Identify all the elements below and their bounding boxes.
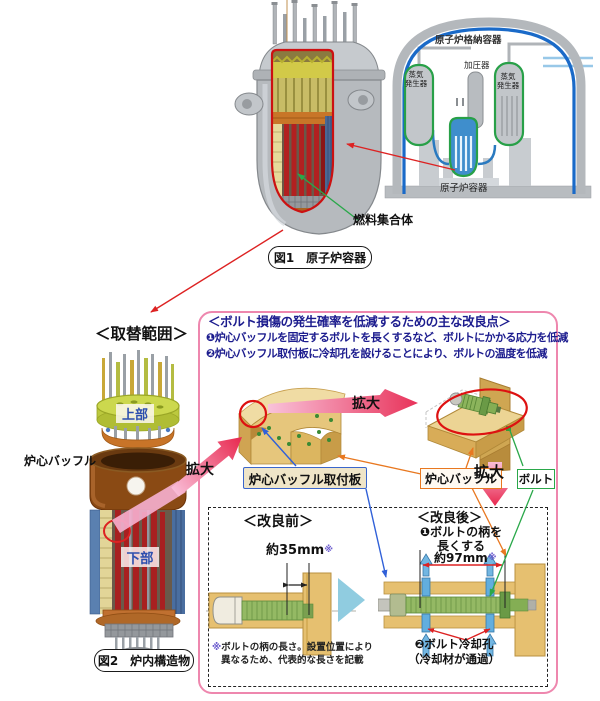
before-dimension — [283, 563, 310, 615]
before-title: ＜改良前＞ — [243, 514, 313, 530]
bolt-location-illustration — [425, 377, 528, 472]
reactor-vessel-cutaway-illustration — [234, 0, 386, 235]
after-dim-note-mark: ※ — [487, 553, 497, 563]
containment-wall — [392, 17, 586, 194]
replacement-header: ＜取替範囲＞ — [95, 325, 189, 343]
after-point2-label: ❷ボルト冷却孔 （冷却材が通過） — [408, 637, 500, 666]
before-bolt-illustration — [206, 563, 358, 656]
baffle-assembly-illustration — [238, 387, 346, 465]
fig2-caption: 図2 炉内構造物 — [94, 649, 194, 672]
fuel-stripes — [454, 136, 473, 171]
base-slab — [384, 185, 592, 199]
containment-liner — [402, 27, 576, 194]
improvement-point1: ❶炉心バッフルを固定するボルトを長くするなど、ボルトにかかる応力を低減 — [206, 331, 568, 344]
after-title: ＜改良後＞ — [417, 511, 483, 526]
upper-part-label: 上部 — [116, 404, 154, 423]
zoom-label-left: 拡大 — [186, 462, 214, 478]
fuel-assembly-label: 燃料集合体 — [353, 213, 414, 227]
before-dim-value: 約35mm — [266, 543, 325, 558]
after-dim-value: 約97mm — [434, 551, 488, 565]
orange-ring — [101, 427, 175, 449]
upper-bowl — [89, 447, 187, 511]
sg-left-label: 蒸気 発生器 — [404, 70, 428, 88]
footnote-mark: ※ — [212, 642, 222, 653]
improvement-point2: ❷炉心バッフル取付板に冷却孔を設けることにより、ボルトの温度を低減 — [206, 347, 547, 360]
rpv-label: 原子炉容器 — [440, 183, 488, 194]
zoom-label-middle: 拡大 — [352, 396, 380, 412]
before-dimension-label: 約35mm※ — [266, 543, 333, 559]
lower-stubs — [114, 426, 161, 442]
bolt-highlight-circle — [238, 399, 268, 429]
bolt-label: ボルト — [517, 469, 555, 489]
core-baffle-label-box: 炉心バッフル — [420, 468, 502, 489]
containment-title: 原子炉格納容器 — [435, 35, 502, 46]
cooling-hole-pointer — [427, 628, 491, 641]
containment-schematic — [384, 17, 593, 199]
footnote-line2: 異なるため、代表的な長さを記載 — [221, 655, 364, 666]
cutaway-outline — [270, 48, 335, 214]
zoom-label-right: 拡大 — [474, 463, 505, 481]
control-rod-drives — [271, 0, 358, 45]
baffle-plate-label: 炉心バッフル取付板 — [243, 467, 367, 489]
bolt-highlight-ellipse — [436, 388, 528, 436]
pressurizer-label: 加圧器 — [464, 61, 490, 71]
sg-right-label: 蒸気 発生器 — [496, 72, 520, 90]
lower-part-label: 下部 — [121, 547, 159, 567]
fuel-assemblies — [284, 124, 325, 196]
core-baffle-label-left: 炉心バッフル — [24, 454, 97, 468]
improvement-title: ＜ボルト損傷の発生確率を低減するための主な改良点＞ — [208, 314, 511, 329]
upper-guide-rods — [102, 350, 174, 402]
upper-internals-illustration — [96, 350, 180, 449]
fig1-caption: 図1 原子炉容器 — [268, 246, 372, 269]
footnote: ※ボルトの柄の長さ。設置位置により 異なるため、代表的な長さを記載 — [212, 641, 373, 667]
after-dimension-label: 約97mm※ — [434, 551, 497, 566]
after-point1-label: ❶ボルトの柄を 長くする — [419, 525, 503, 553]
footnote-line1: ボルトの柄の長さ。設置位置により — [221, 642, 374, 653]
before-dim-note-mark: ※ — [324, 545, 333, 555]
reactor-pressure-vessel — [448, 116, 479, 178]
